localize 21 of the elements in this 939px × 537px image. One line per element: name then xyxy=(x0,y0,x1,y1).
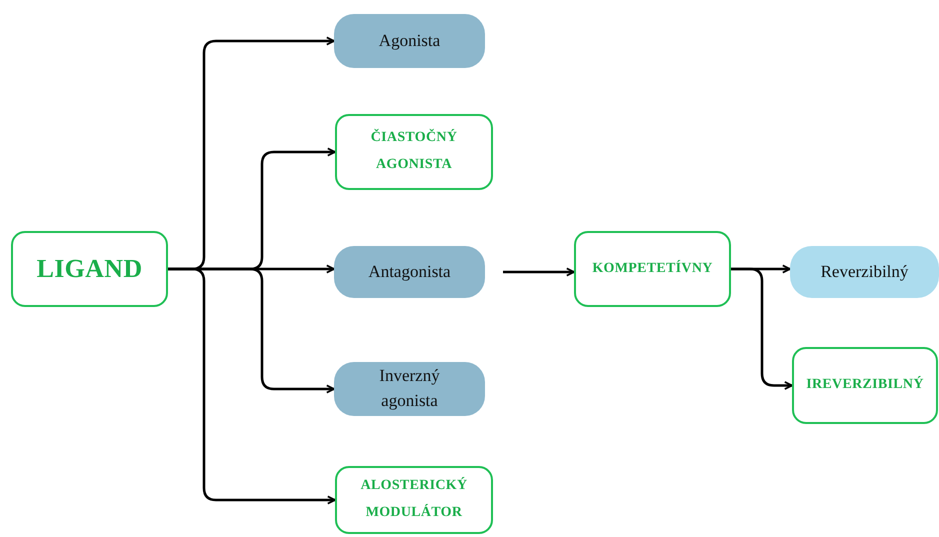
process-box xyxy=(11,231,168,307)
node-label: ALOSTERICKÝ MODULÁTOR xyxy=(360,476,468,522)
node-label: Reverzibilný xyxy=(820,262,908,282)
arrow xyxy=(503,268,575,276)
process-box xyxy=(334,362,485,416)
arrow xyxy=(731,268,793,390)
process-box xyxy=(574,231,731,307)
process-box xyxy=(335,466,493,534)
process-box xyxy=(792,347,938,424)
node-label: KOMPETETÍVNY xyxy=(592,259,713,278)
node-label: LIGAND xyxy=(36,253,142,286)
arrow xyxy=(168,268,336,504)
process-box xyxy=(790,246,939,298)
node-label: ČIASTOČNÝ AGONISTA xyxy=(370,128,458,174)
node-label: IREVERZIBILNÝ xyxy=(806,375,924,394)
node-label: Agonista xyxy=(378,30,440,52)
node-label: Antagonista xyxy=(368,260,451,283)
node-label: Inverzný agonista xyxy=(378,365,441,412)
process-box xyxy=(334,14,485,68)
process-box xyxy=(335,114,493,190)
process-box xyxy=(334,246,485,298)
